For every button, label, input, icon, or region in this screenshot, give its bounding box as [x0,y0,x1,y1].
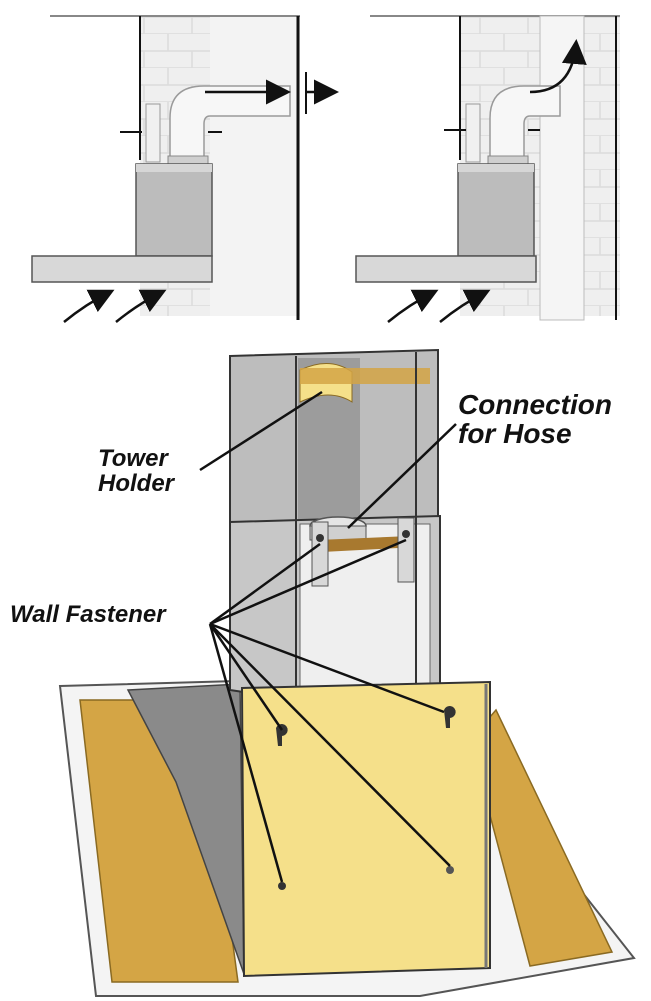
airflow-arrow-icon [529,39,587,94]
back-panel [240,680,491,978]
screw-hole [278,882,286,890]
wall-fastener-leader [209,622,445,714]
tower-holder-label: Tower Holder [98,445,175,498]
duct-collar [487,155,529,165]
airflow-arrow-icon [439,289,491,323]
vertical-chase [539,15,585,321]
wall-fastener-label: Wall Fastener [10,601,166,628]
hood-top-edge [136,164,212,172]
wall-section [210,16,300,316]
vent-pipe [465,103,481,163]
cabinet-shelf [31,255,213,283]
hood-body [457,163,535,257]
tower-holder-leader [199,390,323,472]
vent-duct-elbow [169,85,291,163]
vent-pipe [145,103,161,163]
wall-fastener-leader [209,538,407,626]
hood-top-edge [458,164,534,172]
airflow-arrow-icon [63,289,115,323]
connection-for-hose-label-line: Connection [458,389,612,420]
hood-assembly-illustration [58,348,636,997]
cabinet-shelf [355,255,537,283]
wall-fastener-leader [208,623,284,883]
hood-body [135,163,213,257]
screw-hole [446,866,454,874]
vent-duct-elbow [489,85,561,163]
keyhole-slot-icon [402,530,410,538]
tower-holder-label-line: Tower [98,445,168,472]
connection-for-hose-label-line: for Hose [458,418,572,450]
keyhole-slot-icon [316,534,324,542]
venting-up-wall-diagram [355,15,620,323]
airflow-arrow-icon [115,289,167,323]
airflow-arrow-icon [387,289,439,323]
callout-leaders [199,390,457,883]
wall-fastener-leader [209,542,321,626]
keyhole-slot-icon [276,724,288,746]
wall-fastener-bracket [397,517,415,583]
hose-connection-leader [347,423,457,529]
keyhole-slot-icon [444,706,456,728]
tower-holder-label-line: Holder [98,470,175,498]
wall-fastener-leader [209,623,451,867]
duct-collar [167,155,209,165]
venting-through-wall-diagram [31,15,339,323]
tower-holder-strip [300,368,430,384]
wall-fastener-leader [208,623,284,731]
connection-for-hose-label: Connection for Hose [458,390,612,449]
